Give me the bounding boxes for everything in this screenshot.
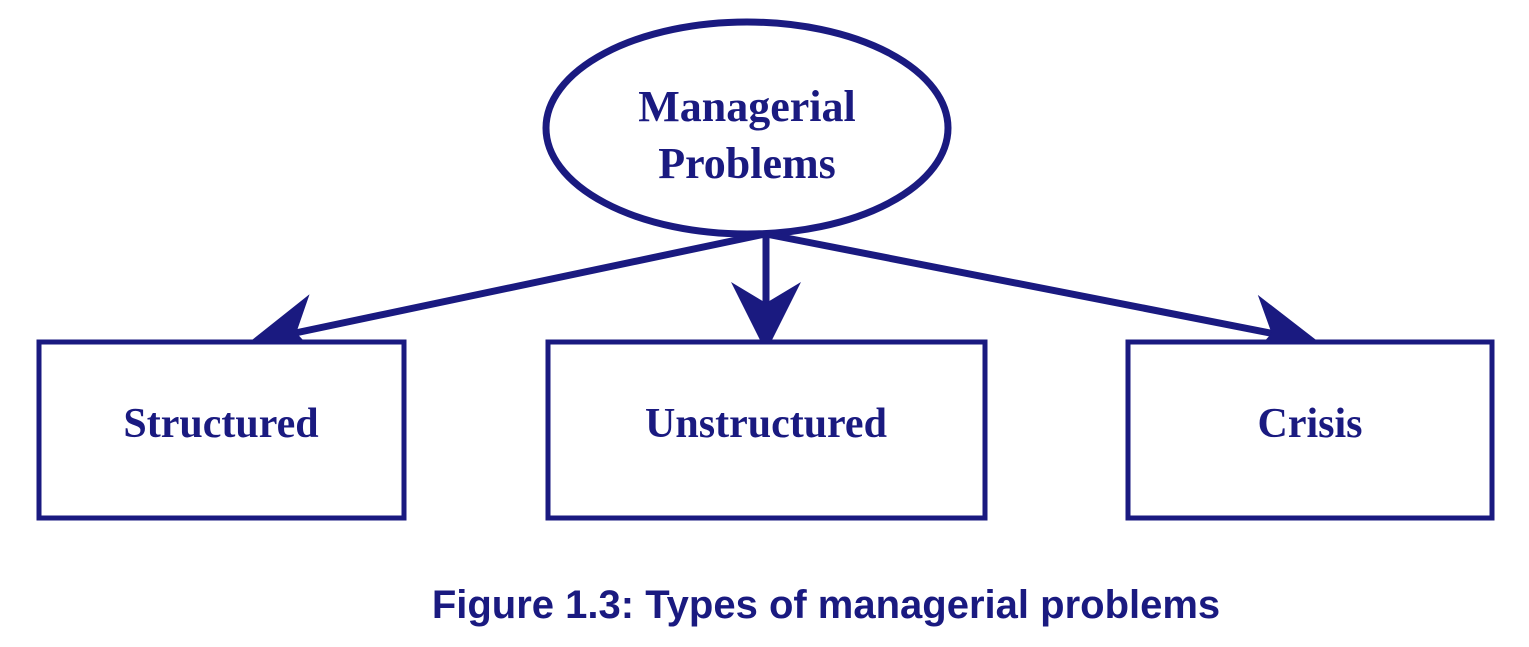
unstructured-box	[545, 339, 988, 521]
figure-caption: Figure 1.3: Types of managerial problems	[432, 583, 1220, 627]
structured-label: Structured	[123, 401, 318, 447]
root-node-ellipse	[542, 18, 952, 238]
root-node-label-line1: Managerial	[638, 82, 856, 131]
crisis-label: Crisis	[1258, 401, 1363, 447]
structured-box	[36, 339, 407, 521]
unstructured-label: Unstructured	[645, 401, 887, 447]
root-node-label-line2: Problems	[658, 139, 836, 188]
arrow-to-crisis	[765, 230, 1320, 364]
crisis-box	[1125, 339, 1495, 521]
arrow-to-structured	[248, 230, 766, 363]
